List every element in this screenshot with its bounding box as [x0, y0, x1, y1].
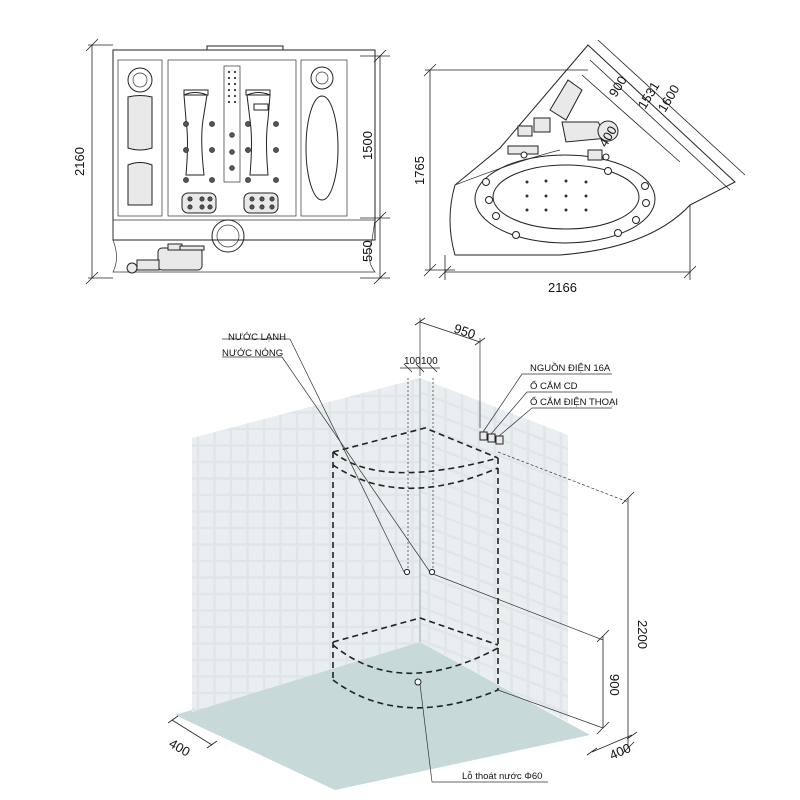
label-cd-socket: Ổ CẮM CD — [530, 380, 578, 392]
tub-drain-circle — [211, 219, 245, 253]
right-footrest — [243, 192, 279, 214]
hot-water-outlet — [428, 568, 436, 576]
tub-rim-jets — [482, 167, 650, 239]
right-side-panel — [300, 59, 348, 217]
dim-2160: 2160 — [72, 147, 87, 176]
center-back-panel — [167, 59, 297, 217]
dim-400-left: 400 — [167, 736, 193, 760]
shower-column — [223, 65, 241, 183]
cabin-dashed-outline — [332, 427, 499, 709]
tub-basin-outer — [474, 154, 656, 244]
left-shelf — [127, 95, 153, 151]
left-backrest — [183, 92, 208, 176]
left-side-panel — [117, 59, 163, 217]
left-lower-shelf — [127, 162, 153, 206]
dim-100-a: 100 — [404, 356, 421, 367]
dim-100-b: 100 — [421, 356, 438, 367]
front-view: 2160 1500 550 — [72, 38, 390, 285]
label-cold-water: NƯỚC LẠNH — [228, 332, 286, 343]
dim-1500: 1500 — [360, 131, 375, 160]
tub-outline-top — [449, 44, 736, 256]
label-power: NGUỒN ĐIỆN 16A — [530, 362, 611, 374]
pump-icon — [126, 243, 205, 274]
installation-view: NƯỚC LẠNH NƯỚC NÓNG NGUỒN ĐIỆN 16A Ổ CẮM… — [167, 317, 650, 790]
wall-sockets — [479, 431, 504, 445]
control-panel-icon — [253, 103, 269, 111]
label-drain: Lỗ thoát nước Φ60 — [462, 771, 542, 782]
left-speaker-icon — [127, 67, 153, 93]
floor-drain-point — [414, 678, 422, 686]
top-view: 1765 2166 1600 1531 900 400 — [412, 39, 746, 295]
dim-550: 550 — [360, 240, 375, 262]
dim-1765: 1765 — [412, 156, 427, 185]
dim-900: 900 — [606, 73, 630, 99]
cabin-top-rail — [206, 45, 284, 51]
tub-bottom-jets — [525, 179, 588, 212]
dim-950: 950 — [452, 321, 477, 342]
right-speaker-icon — [310, 66, 334, 90]
front-body-jets — [183, 121, 279, 183]
tub-basin-inner — [492, 164, 640, 230]
floor-area — [175, 642, 590, 790]
dim-2166: 2166 — [548, 280, 577, 295]
right-tiled-wall — [420, 378, 568, 722]
right-mirror — [305, 95, 339, 201]
dim-2200: 2200 — [635, 620, 650, 649]
dim-900-install: 900 — [607, 674, 622, 696]
left-footrest — [181, 192, 217, 214]
shower-holes — [227, 70, 237, 104]
label-phone-socket: Ổ CẮM ĐIỆN THOẠI — [530, 396, 618, 408]
cold-water-outlet — [403, 568, 411, 576]
tub-base — [112, 219, 376, 273]
label-hot-water: NƯỚC NÓNG — [222, 348, 283, 359]
right-backrest — [246, 92, 271, 176]
left-tiled-wall — [192, 378, 420, 712]
top-equipment — [507, 79, 619, 161]
